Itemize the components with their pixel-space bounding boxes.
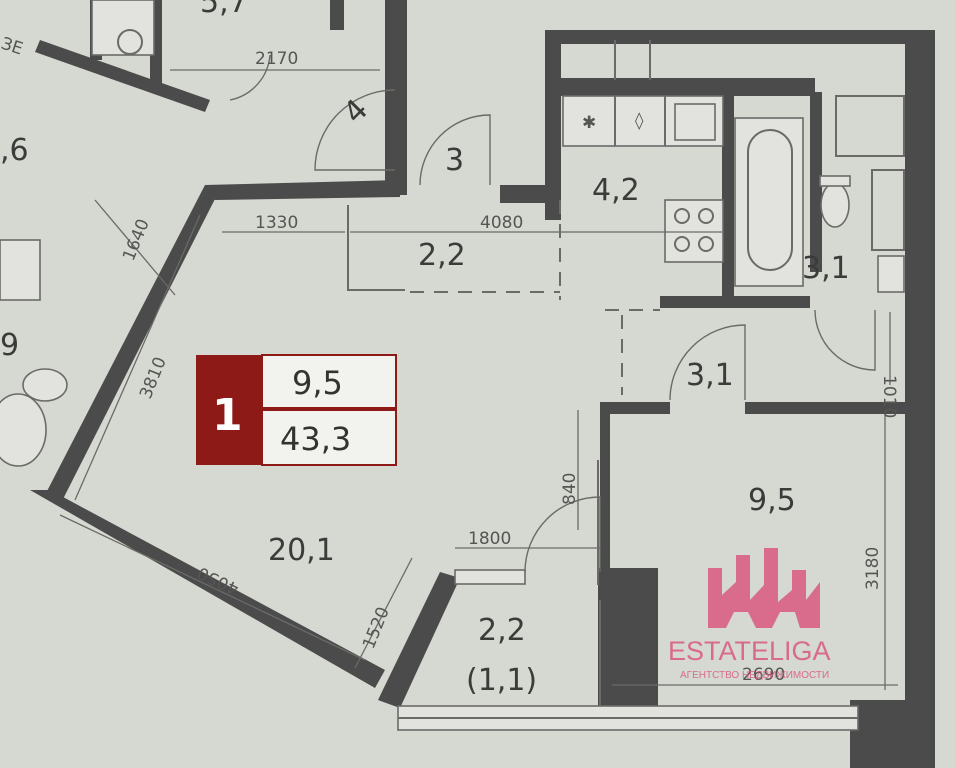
wall-stair-west <box>385 0 407 195</box>
badge-rooms-count: 1 <box>212 390 243 441</box>
wall-bedroom-pier <box>598 568 658 708</box>
watermark-tagline: АГЕНТСТВО НЕДВИЖИМОСТИ <box>680 670 829 681</box>
neighbor-door-swing <box>229 54 271 101</box>
partitions <box>347 40 905 731</box>
area-bath: 3,1 <box>802 251 850 286</box>
wall-bedroom-north-a <box>600 402 670 414</box>
area-loggia-reduced: (1,1) <box>466 663 537 698</box>
bedroom-door-swing <box>669 324 746 401</box>
dim-1800: 1800 <box>468 529 511 549</box>
wall-southwest <box>30 490 385 688</box>
neighbor-frame-a <box>835 95 905 157</box>
dim-840: 840 <box>560 473 580 505</box>
wall-loggia-west <box>378 572 460 708</box>
bath-door-swing <box>814 309 876 371</box>
area-neighbor-a: ,6 <box>0 133 29 168</box>
sink <box>674 103 716 141</box>
badge-total-area: 43,3 <box>280 420 351 458</box>
dim-2170: 2170 <box>255 49 298 69</box>
badge-total-box <box>261 409 397 466</box>
dim-1010: 1010 <box>879 375 899 418</box>
neighbor-washer <box>0 393 47 467</box>
doors <box>229 54 876 573</box>
dim-line-1640 <box>94 199 176 296</box>
wall-bedroom-west <box>600 402 610 572</box>
wall-top-mid <box>330 0 344 30</box>
wall-top-strip2 <box>545 78 815 96</box>
area-bedroom: 9,5 <box>748 483 796 518</box>
dim-cut: ЗЕ <box>0 34 25 60</box>
watermark-logo <box>708 548 820 628</box>
walls <box>30 0 935 768</box>
toilet-tank <box>819 175 851 187</box>
appliance-icon: ✱ <box>582 113 596 133</box>
watermark-brand: ESTATELIGA <box>668 636 831 666</box>
stove <box>664 199 724 263</box>
area-kitchen: 4,2 <box>592 173 640 208</box>
wall-east <box>905 30 935 768</box>
dim-2690: 2690 <box>742 665 785 685</box>
neighbor-toilet <box>22 368 68 402</box>
wall-top-strip <box>545 30 935 44</box>
watermark: ESTATELIGA АГЕНТСТВО НЕДВИЖИМОСТИ <box>668 548 831 681</box>
badge-rooms-box <box>196 355 262 465</box>
area-hall: 2,2 <box>418 238 466 273</box>
wall-stair-stub <box>500 185 560 203</box>
burner-4 <box>698 236 714 252</box>
dimension-lines <box>59 69 898 690</box>
room-labels: 20,1 4,2 2,2 3,1 3,1 9,5 2,2 (1,1) ,6 9 … <box>0 0 850 698</box>
appliance-icon-2: ◊ <box>635 111 644 131</box>
loggia-door-swing <box>524 496 601 573</box>
wall-west <box>45 185 218 505</box>
area-loggia: 2,2 <box>478 613 526 648</box>
neighbor-sink <box>91 0 155 56</box>
toilet <box>820 182 850 228</box>
wall-north-main <box>205 180 400 200</box>
label-stair-a: 4 <box>337 92 375 130</box>
window-main <box>454 569 526 585</box>
bathtub-inner <box>747 129 793 271</box>
dim-4080: 4080 <box>480 213 523 233</box>
neighbor-drain <box>117 29 143 55</box>
hall-partition <box>347 205 405 291</box>
area-main-room: 20,1 <box>268 533 335 568</box>
wall-bath-west <box>722 92 734 302</box>
burner-1 <box>674 208 690 224</box>
area-neighbor-b: 9 <box>0 328 19 363</box>
entry-door-swing <box>314 89 396 171</box>
neighbor-bath <box>0 239 41 301</box>
dim-line-1520 <box>354 557 413 669</box>
badge-living-area: 9,5 <box>292 364 343 402</box>
dim-1520: 1520 <box>359 604 394 652</box>
burner-2 <box>698 208 714 224</box>
dim-3810: 3810 <box>136 354 171 402</box>
wall-kitchen-north <box>545 30 561 220</box>
apartment-badge: 1 9,5 43,3 <box>196 354 397 466</box>
dim-3180: 3180 <box>863 547 883 590</box>
label-stair-b: 3 <box>445 143 464 178</box>
wall-bath-south <box>660 296 810 308</box>
washbasin <box>877 255 905 293</box>
stair-door-swing <box>419 114 491 186</box>
dim-line-3810 <box>74 214 201 501</box>
wall-bottom-right <box>850 700 910 768</box>
neighbor-frame-b <box>871 169 905 251</box>
area-neighbor-top: 5,7 <box>200 0 248 20</box>
wall-bath-east <box>810 92 822 272</box>
fixtures: ✱ ◊ <box>0 0 905 467</box>
wall-bedroom-north-b <box>745 402 910 414</box>
wall-top-left-c <box>35 40 210 112</box>
area-corridor: 3,1 <box>686 358 734 393</box>
dim-1330: 1330 <box>255 213 298 233</box>
dim-1640: 1640 <box>119 216 154 264</box>
dim-line-4050 <box>59 514 366 661</box>
burner-3 <box>674 236 690 252</box>
badge-living-box <box>261 354 397 409</box>
